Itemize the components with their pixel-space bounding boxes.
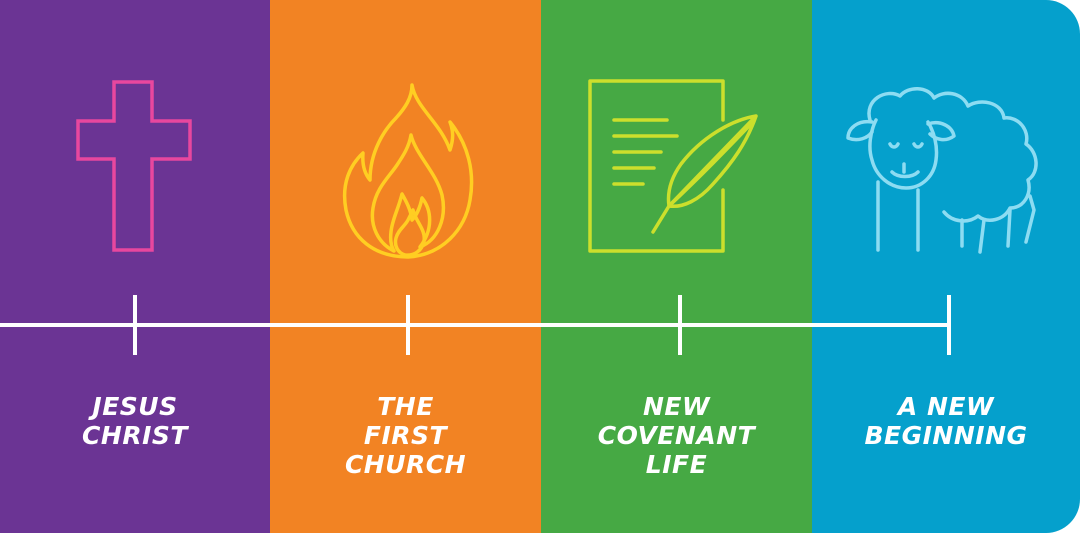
- label-jesus-christ: JESUS CHRIST: [82, 392, 188, 450]
- lamb-icon: [812, 60, 1080, 270]
- timeline-panel-the-first-church: THE FIRST CHURCH: [270, 0, 541, 533]
- timeline-panel-new-covenant-life: NEW COVENANT LIFE: [541, 0, 812, 533]
- label-the-first-church: THE FIRST CHURCH: [344, 392, 467, 479]
- cross-icon: [0, 60, 270, 270]
- label-new-covenant-life: NEW COVENANT LIFE: [597, 392, 756, 479]
- timeline-panel-a-new-beginning: A NEW BEGINNING: [812, 0, 1080, 533]
- label-a-new-beginning: A NEW BEGINNING: [864, 392, 1028, 450]
- flame-icon: [270, 60, 541, 270]
- timeline-panel-jesus-christ: JESUS CHRIST: [0, 0, 270, 533]
- document-quill-icon: [541, 60, 812, 270]
